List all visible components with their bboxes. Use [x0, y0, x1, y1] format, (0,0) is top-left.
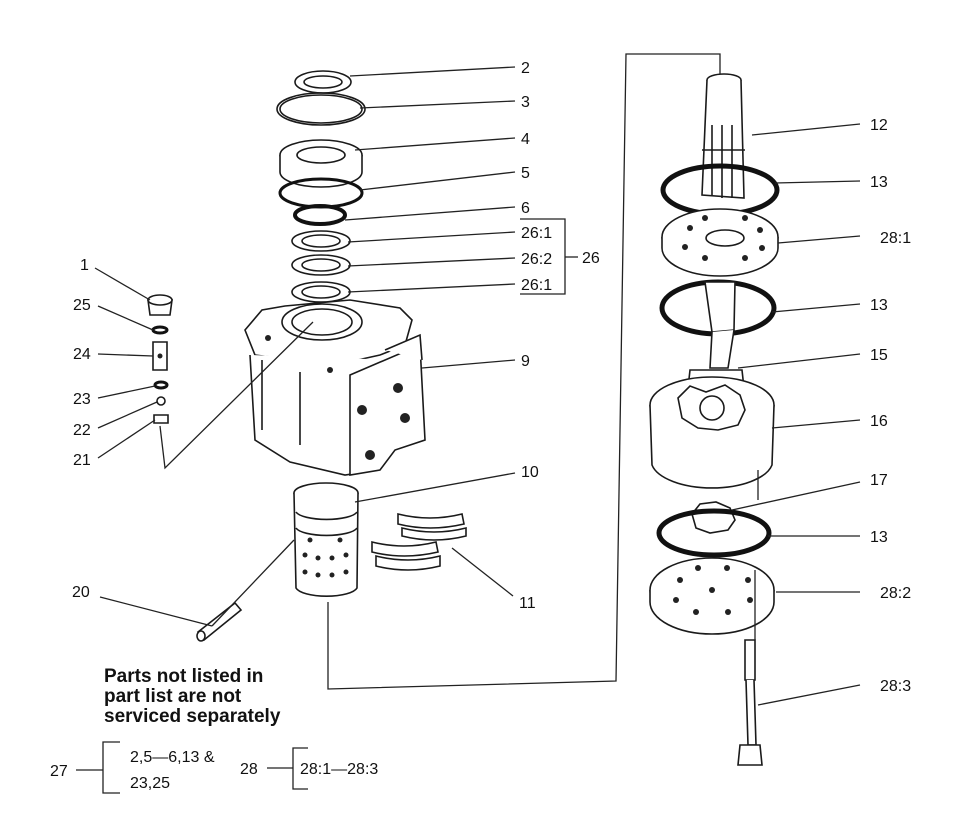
callout-labels: 2 3 4 5 6 26:1 26:2 26:1 26 9 10 11 20 1…	[72, 60, 911, 695]
callout-26-2: 26:2	[521, 251, 552, 268]
part-21-screwed-bush	[153, 414, 169, 424]
callout-11: 11	[519, 595, 536, 612]
callout-1: 1	[80, 257, 89, 274]
service-note: Parts not listed in part list are not se…	[104, 666, 281, 727]
part-16-gear-set	[649, 376, 775, 489]
callout-28-2: 28:2	[880, 585, 911, 602]
part-22-ball	[156, 396, 166, 406]
part-23-o-ring	[153, 380, 169, 390]
callout-5: 5	[521, 165, 530, 182]
part-12-drive-shaft	[701, 73, 745, 199]
callout-15: 15	[870, 347, 888, 364]
part-11-centering-springs	[371, 512, 467, 571]
part-3-o-ring	[276, 92, 366, 126]
callout-20: 20	[72, 584, 90, 601]
callout-10: 10	[521, 464, 539, 481]
callout-23: 23	[73, 391, 91, 408]
part-10-spool-sleeve	[293, 482, 359, 597]
callout-2: 2	[521, 60, 530, 77]
callout-4: 4	[521, 131, 530, 148]
callout-21: 21	[73, 452, 91, 469]
part-24-valve-seat	[152, 341, 168, 371]
callout-25: 25	[73, 297, 91, 314]
note-line-2: part list are not	[104, 686, 242, 707]
callout-12: 12	[870, 117, 888, 134]
part-17-spacer	[691, 501, 736, 534]
callout-6: 6	[521, 200, 530, 217]
part-2-dust-seal	[294, 70, 352, 94]
callout-26-1-lower: 26:1	[521, 277, 552, 294]
part-28-2-end-cover	[649, 557, 775, 635]
part-20-cross-pin	[196, 601, 243, 642]
callout-28-1: 28:1	[880, 230, 911, 247]
part-28-3-screw	[737, 639, 763, 766]
part-28-1-distributor-plate	[661, 208, 779, 277]
part-6-o-ring	[293, 204, 347, 226]
part-26-1-ring-lower	[291, 281, 351, 303]
callout-24: 24	[73, 346, 91, 363]
kit-28-line-1: 28:1—28:3	[300, 761, 378, 778]
callout-13-top: 13	[870, 174, 888, 191]
kit-27-line-2: 23,25	[130, 775, 170, 792]
callout-17: 17	[870, 472, 888, 489]
callout-9: 9	[521, 353, 530, 370]
callout-28-3: 28:3	[880, 678, 911, 695]
kit-27-line-1: 2,5—6,13 &	[130, 749, 215, 766]
part-9-housing	[244, 299, 426, 476]
callout-3: 3	[521, 94, 530, 111]
note-line-3: serviced separately	[104, 706, 281, 727]
assembly-lines	[159, 53, 759, 690]
callout-13-middle: 13	[870, 297, 888, 314]
callout-26-1-upper: 26:1	[521, 225, 552, 242]
callout-26: 26	[582, 250, 600, 267]
part-4-bearing-bushing	[279, 139, 363, 188]
kit-legend: 27 2,5—6,13 & 23,25 28 28:1—28:3	[50, 741, 378, 794]
part-26-1-ring	[291, 230, 351, 252]
kit-27-label: 27	[50, 763, 68, 780]
callout-13-bottom: 13	[870, 529, 888, 546]
part-25-o-ring	[151, 325, 169, 335]
leader-lines	[94, 66, 861, 706]
spool-holes	[302, 537, 349, 578]
part-13-o-ring-bottom	[656, 508, 772, 558]
kit-28-label: 28	[240, 761, 258, 778]
callout-16: 16	[870, 413, 888, 430]
callout-22: 22	[73, 422, 91, 439]
note-line-1: Parts not listed in	[104, 666, 263, 687]
part-1-plug	[147, 294, 173, 316]
part-26-2-bearing	[291, 254, 351, 276]
